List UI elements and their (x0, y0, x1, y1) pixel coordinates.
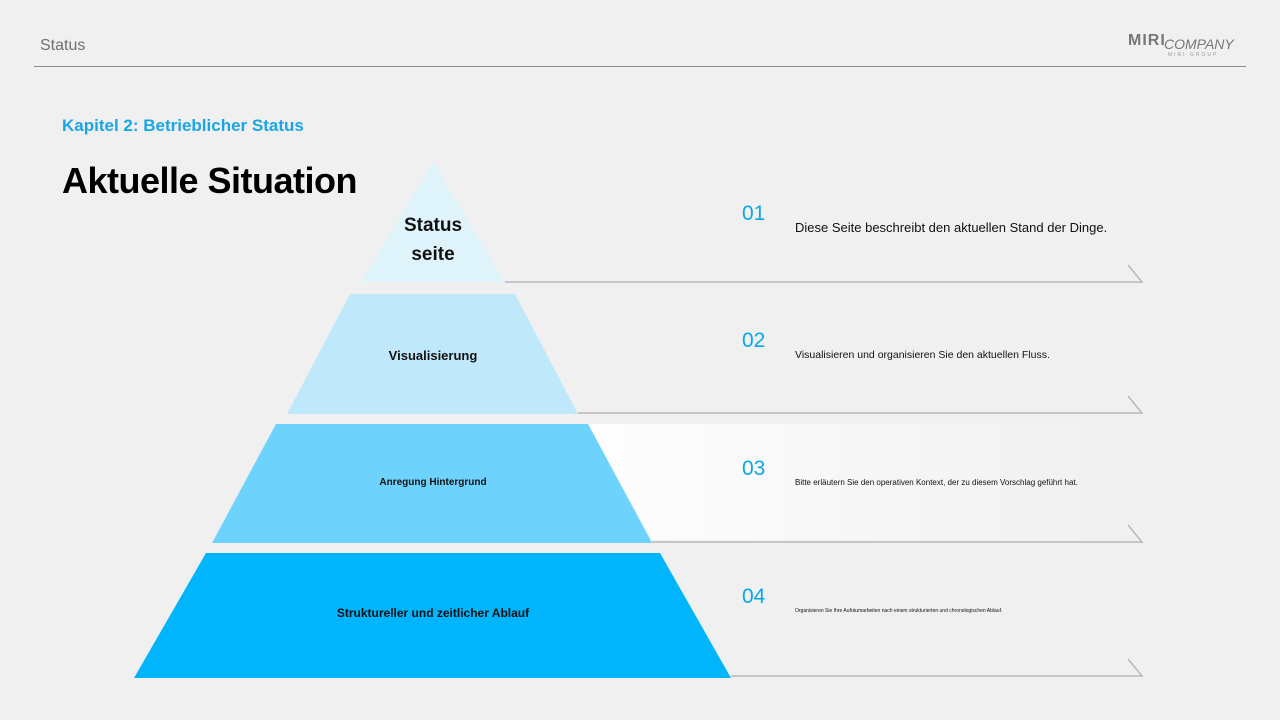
logo-mark: MIRI (1128, 32, 1166, 49)
step-number-4: 04 (742, 585, 766, 608)
header-divider (34, 66, 1246, 67)
pyramid-level-3 (212, 424, 652, 543)
logo-word: COMPANY (1164, 36, 1234, 52)
level-2-label: Visualisierung (388, 348, 478, 363)
level-4-label: Struktureller und zeitlicher Ablauf (336, 606, 530, 620)
level-1-label: Status seite (403, 215, 463, 265)
header-title: Status (40, 37, 86, 54)
level-3-label: Anregung Hintergrund (379, 477, 487, 488)
page-title: Aktuelle Situation (62, 160, 358, 201)
step-number-2: 02 (742, 329, 766, 352)
connector-line-3 (652, 524, 1144, 543)
step-description-1: Diese Seite beschreibt den aktuellen Sta… (795, 220, 1108, 235)
company-logo: MIRI COMPANY MIRI GROUP (1128, 32, 1240, 62)
pyramid-level-2 (287, 294, 578, 414)
logo-sub: MIRI GROUP (1168, 52, 1219, 58)
step-number-1: 01 (742, 202, 766, 225)
step-description-4: Organisieren Sie Ihre Aufräumarbeiten na… (795, 608, 1003, 614)
step-number-3: 03 (742, 457, 766, 480)
chapter-label: Kapitel 2: Betrieblicher Status (62, 116, 304, 135)
pyramid-level-1 (361, 162, 505, 282)
connector-line-1 (505, 264, 1144, 283)
level-3-background-panel (588, 424, 1140, 540)
connector-line-2 (578, 395, 1144, 414)
step-description-3: Bitte erläutern Sie den operativen Konte… (795, 478, 1078, 487)
pyramid-level-4 (134, 553, 731, 678)
step-description-2: Visualisieren und organisieren Sie den a… (795, 349, 1050, 361)
connector-line-4 (731, 658, 1144, 677)
